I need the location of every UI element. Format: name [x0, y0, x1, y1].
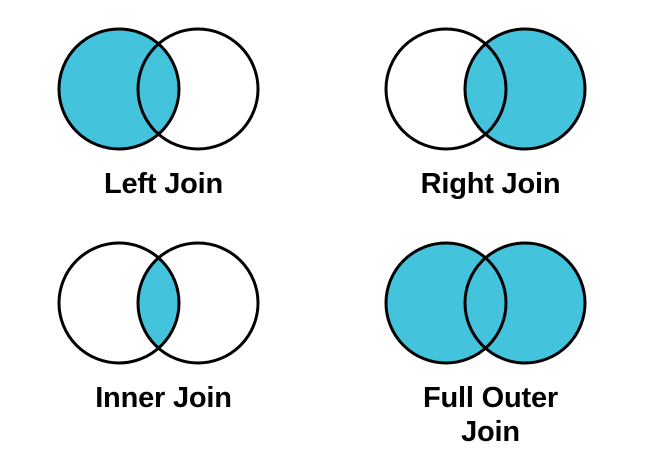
venn-cell-full-outer-join: Full Outer Join: [327, 228, 654, 474]
venn-svg-right-join: [384, 27, 586, 151]
venn-cell-right-join: Right Join: [327, 0, 654, 228]
venn-diagram-left-join: [57, 22, 269, 156]
venn-label-full-outer-join: Full Outer Join: [423, 382, 558, 448]
venn-intersection-region: [137, 29, 179, 149]
venn-circle-left-outline: [384, 27, 507, 151]
venn-svg-inner-join: [57, 241, 259, 365]
venn-circle-left-outline: [57, 241, 180, 365]
venn-label-inner-join: Inner Join: [95, 382, 232, 414]
venn-intersection-region: [464, 29, 506, 149]
venn-diagram-inner-join: [57, 236, 269, 370]
venn-svg-left-join: [57, 27, 259, 151]
venn-cell-inner-join: Inner Join: [0, 228, 327, 474]
venn-circle-right-outline: [136, 241, 259, 365]
venn-label-right-join: Right Join: [420, 168, 561, 200]
venn-circle-right-outline: [136, 27, 259, 151]
venn-cell-left-join: Left Join: [0, 0, 327, 228]
venn-intersection-region: [464, 243, 506, 363]
venn-circle-right-outline: [463, 27, 586, 151]
venn-circle-left-outline: [384, 241, 507, 365]
venn-diagram-full-outer-join: [384, 236, 596, 370]
venn-circle-right-outline: [463, 241, 586, 365]
venn-intersection-region: [137, 243, 179, 363]
venn-diagram-right-join: [384, 22, 596, 156]
venn-label-left-join: Left Join: [103, 168, 224, 200]
venn-circle-left-outline: [57, 27, 180, 151]
venn-svg-full-outer-join: [384, 241, 586, 365]
